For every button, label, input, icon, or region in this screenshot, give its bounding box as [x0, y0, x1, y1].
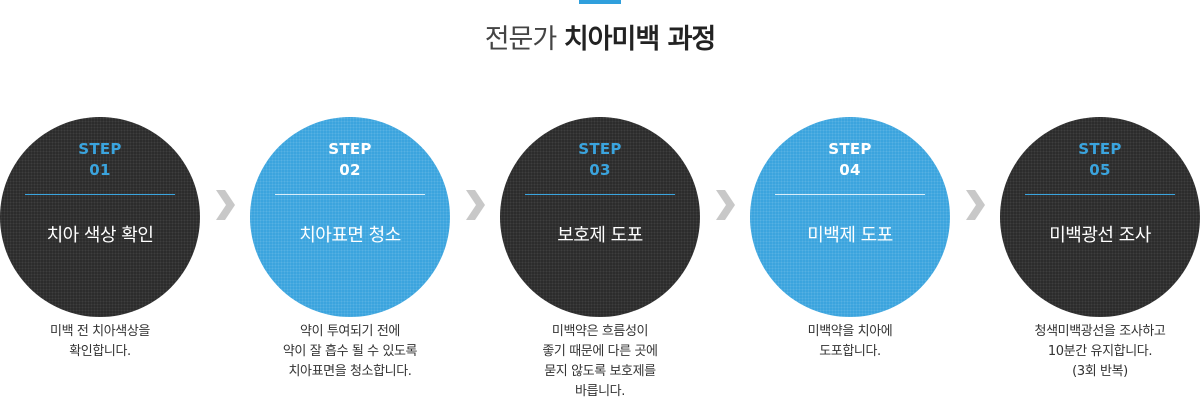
page-title-light: 전문가 — [484, 24, 558, 55]
step-2-divider — [275, 194, 425, 195]
page-title-bold: 치아미백 과정 — [563, 24, 716, 55]
step-3-desc-line: 좋기 때문에 다른 곳에 — [542, 344, 658, 359]
step-1-number: 01 — [89, 161, 111, 179]
step-1-word: STEP — [78, 140, 122, 158]
step-4-desc-line: 미백약을 치아에 — [807, 324, 893, 339]
step-3-desc-line: 묻지 않도록 보호제를 — [544, 364, 656, 379]
step-5-number: 05 — [1089, 161, 1111, 179]
step-4-divider — [775, 194, 925, 195]
step-1: STEP 01 치아 색상 확인 미백 전 치아색상을 확인합니다. — [0, 0, 200, 409]
page-title: 전문가 치아미백 과정 — [0, 20, 1200, 60]
step-2-description: 약이 투여되기 전에 약이 잘 흡수 될 수 있도록 치아표면을 청소합니다. — [240, 322, 460, 382]
step-3: STEP 03 보호제 도포 미백약은 흐름성이 좋기 때문에 다른 곳에 묻지… — [500, 0, 700, 409]
step-3-description: 미백약은 흐름성이 좋기 때문에 다른 곳에 묻지 않도록 보호제를 바릅니다. — [490, 322, 710, 402]
chevron-right-icon — [213, 188, 237, 222]
step-1-divider — [25, 194, 175, 195]
step-1-desc-line: 확인합니다. — [69, 344, 131, 359]
step-1-title: 치아 색상 확인 — [46, 225, 154, 246]
step-1-circle: STEP 01 치아 색상 확인 — [0, 117, 200, 317]
step-2-circle: STEP 02 치아표면 청소 — [250, 117, 450, 317]
step-1-desc-line: 미백 전 치아색상을 — [50, 324, 150, 339]
step-4-word: STEP — [828, 140, 872, 158]
step-5-desc-line: 청색미백광선을 조사하고 — [1034, 324, 1166, 339]
step-2-desc-line: 치아표면을 청소합니다. — [288, 364, 412, 379]
step-2: STEP 02 치아표면 청소 약이 투여되기 전에 약이 잘 흡수 될 수 있… — [250, 0, 450, 409]
step-4-circle: STEP 04 미백제 도포 — [750, 117, 950, 317]
step-4-number: 04 — [839, 161, 861, 179]
step-3-title: 보호제 도포 — [557, 225, 643, 246]
step-5-desc-line: 10분간 유지합니다. — [1047, 344, 1153, 359]
step-5-word: STEP — [1078, 140, 1122, 158]
chevron-right-icon — [463, 188, 487, 222]
step-2-desc-line: 약이 잘 흡수 될 수 있도록 — [282, 344, 418, 359]
step-3-label: STEP 03 — [500, 139, 700, 181]
step-4-title: 미백제 도포 — [807, 225, 893, 246]
step-1-description: 미백 전 치아색상을 확인합니다. — [0, 322, 210, 362]
step-3-number: 03 — [589, 161, 611, 179]
chevron-right-icon — [963, 188, 987, 222]
step-5-label: STEP 05 — [1000, 139, 1200, 181]
step-5-description: 청색미백광선을 조사하고 10분간 유지합니다. (3회 반복) — [990, 322, 1200, 382]
step-3-desc-line: 바릅니다. — [575, 384, 625, 399]
step-5-desc-line: (3회 반복) — [1072, 364, 1128, 379]
step-5: STEP 05 미백광선 조사 청색미백광선을 조사하고 10분간 유지합니다.… — [1000, 0, 1200, 409]
step-5-divider — [1025, 194, 1175, 195]
step-3-desc-line: 미백약은 흐름성이 — [551, 324, 649, 339]
step-2-title: 치아표면 청소 — [299, 225, 401, 246]
step-1-label: STEP 01 — [0, 139, 200, 181]
step-4-desc-line: 도포합니다. — [819, 344, 881, 359]
step-5-title: 미백광선 조사 — [1049, 225, 1151, 246]
step-4-label: STEP 04 — [750, 139, 950, 181]
chevron-right-icon — [713, 188, 737, 222]
step-4: STEP 04 미백제 도포 미백약을 치아에 도포합니다. — [750, 0, 950, 409]
step-2-word: STEP — [328, 140, 372, 158]
step-5-circle: STEP 05 미백광선 조사 — [1000, 117, 1200, 317]
step-2-number: 02 — [339, 161, 361, 179]
step-3-circle: STEP 03 보호제 도포 — [500, 117, 700, 317]
step-2-desc-line: 약이 투여되기 전에 — [300, 324, 400, 339]
step-3-divider — [525, 194, 675, 195]
step-2-label: STEP 02 — [250, 139, 450, 181]
step-3-word: STEP — [578, 140, 622, 158]
step-4-description: 미백약을 치아에 도포합니다. — [740, 322, 960, 362]
top-accent-bar — [579, 0, 621, 4]
